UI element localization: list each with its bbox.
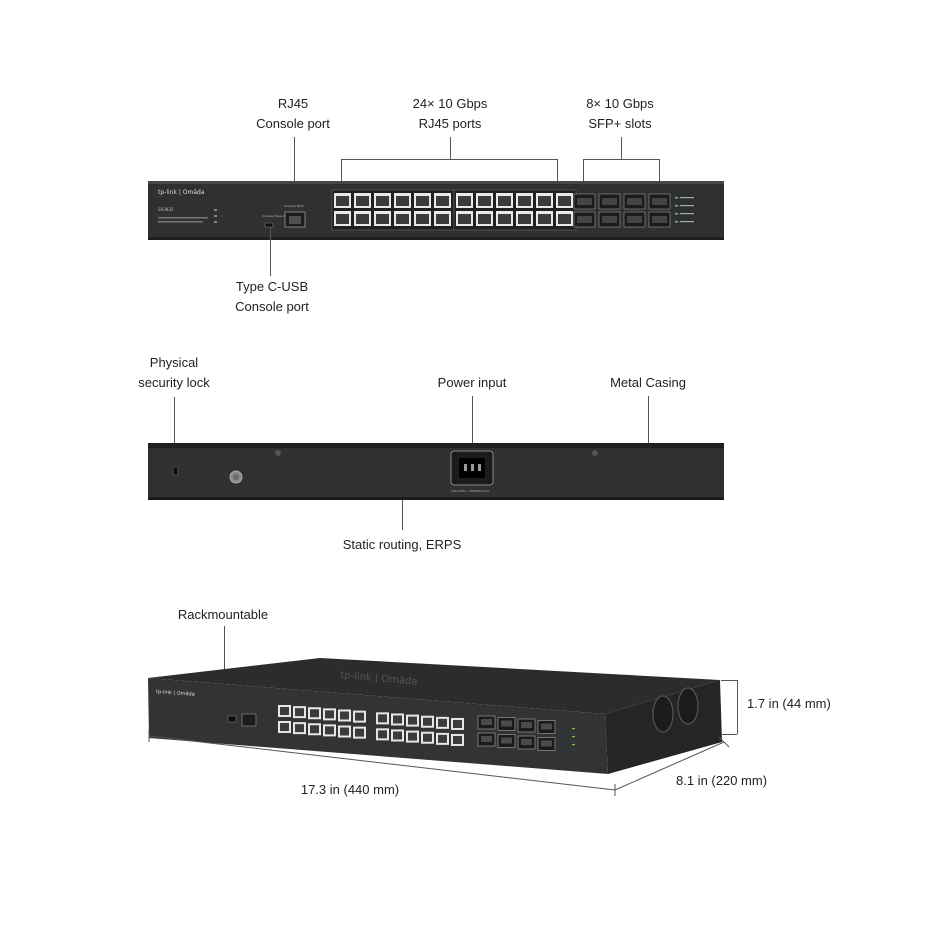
sfp-bracket-right [659,159,660,185]
height-dim-tick-top [721,680,737,681]
persp-usbc-port-icon [227,715,237,723]
sfp-slots-bracket [583,159,659,160]
height-dim-tick-bottom [721,734,737,735]
front-model-text: SX3832 [158,207,174,212]
front-panel-illustration: tp-link | Omāda SX3832 Console Type-C Co… [148,181,724,240]
sfp-slots-label-line1: 8× 10 Gbps [586,96,654,111]
sfp-bracket-left [583,159,584,185]
sfp-slots-label: 8× 10 Gbps SFP+ slots [570,94,670,134]
rj45-console-label-line2: Console port [256,116,330,131]
width-dimension-label: 17.3 in (440 mm) [300,782,400,797]
metal-casing-leader [648,396,649,444]
rj45-console-label-line1: RJ45 [277,96,309,111]
security-lock-label-line2: security lock [138,375,210,390]
rj45-ports-label-line2: RJ45 ports [418,116,482,131]
power-input-leader [472,396,473,454]
dimension-lines [148,730,730,796]
rj45-port-block-2 [453,189,577,231]
security-lock-slot-icon [172,466,179,476]
rackmountable-leader [224,626,225,670]
power-rating-text: 100-240V~ 50/60Hz 0.5A [451,489,490,493]
security-lock-label: Physical security lock [124,353,224,393]
persp-console-port-icon [241,713,257,727]
usb-console-leader [270,228,271,276]
sfp-port-block [573,193,671,228]
usb-console-label-line1: Type C-USB [235,279,309,294]
width-dimension-line [148,735,616,791]
security-lock-leader [174,397,175,465]
usb-console-label: Type C-USB Console port [222,277,322,317]
depth-dimension-line [614,741,725,791]
persp-rj45-ports [278,705,464,746]
rj45-ports-label-line1: 24× 10 Gbps [412,96,488,111]
rj45-ports-leader [450,137,451,159]
rj45-console-label: RJ45 Console port [248,94,338,134]
static-routing-label: Static routing, ERPS [342,537,462,552]
rj45-ports-bracket-right [557,159,558,185]
static-routing-leader [402,500,403,530]
front-brand-text: tp-link | Omāda [158,189,205,196]
usbc-port-icon [264,222,274,228]
side-fan-icon-2 [677,687,699,725]
rj45-console-leader [294,137,295,201]
usbc-caption: Console Type-C [262,214,285,218]
sfp-slots-label-line2: SFP+ slots [588,116,652,131]
persp-sfp-ports [477,715,556,751]
console-caption: Console RJ45 [284,204,304,208]
rear-panel-illustration: 100-240V~ 50/60Hz 0.5A [148,443,724,500]
rj45-ports-bracket [341,159,558,160]
security-lock-label-line1: Physical [149,355,199,370]
depth-dimension-label: 8.1 in (220 mm) [676,773,768,788]
metal-casing-label: Metal Casing [610,375,686,390]
usb-console-label-line2: Console port [235,299,309,314]
perspective-switch-illustration: tp-link | Omāda tp-link | Omāda [148,658,722,774]
front-logo-text: tp-link | Omāda [156,689,195,698]
rj45-ports-bracket-left [341,159,342,185]
rj45-ports-label: 24× 10 Gbps RJ45 ports [390,94,510,134]
height-dimension-line [737,680,738,734]
height-dimension-label: 1.7 in (44 mm) [747,696,831,711]
sfp-slots-leader [621,137,622,159]
rj45-port-block-1 [331,189,455,231]
side-fan-icon-1 [652,695,674,733]
power-input-label: Power input [437,375,507,390]
rackmountable-label: Rackmountable [177,607,269,622]
